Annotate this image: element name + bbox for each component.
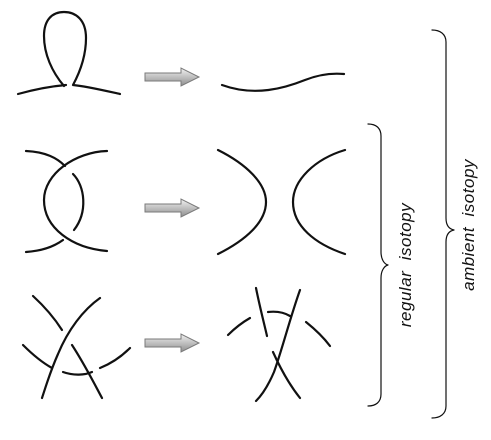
strand-b-lower [271, 350, 302, 400]
right-arc-top [24, 149, 67, 168]
arrow-3 [144, 333, 201, 353]
move-3-after [226, 286, 332, 403]
strand-c-right [304, 320, 332, 348]
move-1-before [16, 10, 122, 96]
move-3-before [21, 294, 132, 400]
move-1-after [220, 72, 346, 92]
move-2-after [216, 148, 347, 256]
strand-c-middle [266, 310, 292, 318]
left-arc [42, 149, 109, 253]
strand-a-over [254, 288, 302, 403]
left-separated-arc [216, 148, 268, 256]
right-separated-arc [291, 148, 347, 256]
loop-strand-over [42, 10, 122, 96]
arrow-1 [144, 67, 201, 87]
regular-isotopy-label: regular isotopy [396, 202, 415, 327]
loop-strand-lower [16, 83, 68, 96]
right-arc-bottom [24, 238, 65, 254]
ambient-isotopy-label: ambient isotopy [459, 158, 478, 291]
strand-c-left [226, 316, 252, 337]
strand-a [40, 296, 102, 400]
strand-b-upper [254, 286, 269, 338]
strand-c-right [98, 346, 132, 370]
regular-isotopy-brace [367, 123, 389, 407]
straight-strand [220, 72, 346, 92]
move-2-before [24, 149, 109, 254]
right-arc-middle [71, 172, 85, 232]
ambient-isotopy-brace [431, 29, 455, 419]
strand-b-lower [70, 343, 104, 400]
arrow-2 [144, 198, 201, 218]
strand-b-upper [31, 294, 64, 332]
strand-c-middle [61, 370, 94, 376]
strand-c-left [21, 343, 54, 370]
